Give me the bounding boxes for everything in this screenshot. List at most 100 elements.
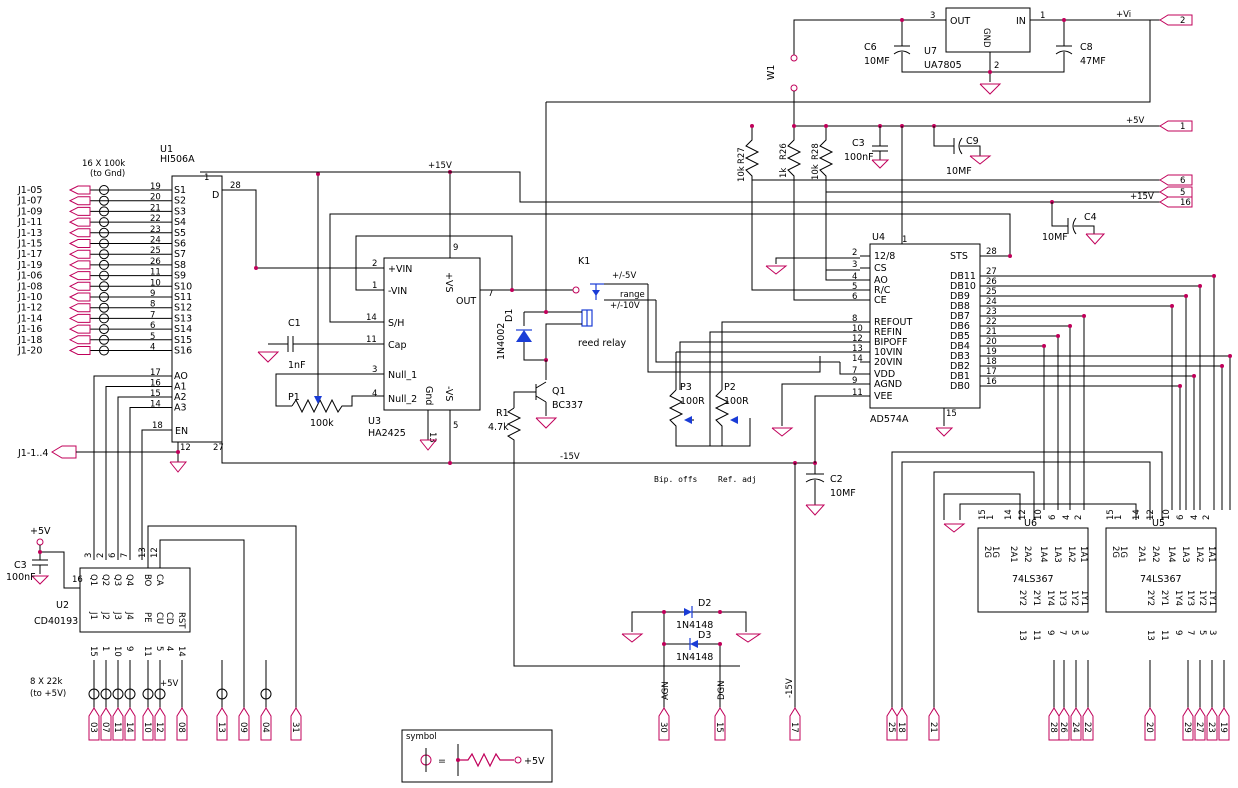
pulldown-resistor bbox=[99, 281, 109, 292]
bottom-connector-num: 20 bbox=[1144, 722, 1154, 733]
pulldown-note: 16 X 100k bbox=[82, 159, 125, 169]
bottom-connector-num: 26 bbox=[1058, 722, 1068, 733]
u3-sh: S/H bbox=[388, 318, 404, 329]
u4-pin-refout: REFOUT bbox=[874, 317, 912, 328]
u4-pin-num: 11 bbox=[852, 388, 863, 398]
bottom-connector bbox=[142, 707, 154, 741]
pullup-resistors: R27 10k R26 1k R28 10k C3 100nF C9 10MF … bbox=[737, 124, 1160, 301]
u4-pin-128: 12/8 bbox=[874, 251, 895, 262]
u4-pin-db9: DB9 bbox=[950, 291, 970, 302]
u5-top-num: 4 bbox=[1190, 515, 1200, 520]
pulldown-resistor bbox=[99, 334, 109, 345]
u6-part: 74LS367 bbox=[1012, 574, 1054, 585]
pulldown-resistor bbox=[99, 227, 109, 238]
u3-vsn: -VS bbox=[443, 386, 454, 401]
bottom-connector-num: 30 bbox=[658, 722, 668, 733]
u5-part: 74LS367 bbox=[1140, 574, 1182, 585]
u1-pin-s14: S14 bbox=[174, 324, 192, 335]
j1-pin-connector bbox=[68, 185, 91, 195]
u5-top-num: 2 bbox=[1202, 515, 1212, 520]
bottom-connector-num: 15 bbox=[714, 722, 724, 733]
u5-bot-num: 9 bbox=[1173, 630, 1183, 635]
u5-ref: U5 bbox=[1152, 518, 1165, 529]
bottom-connector bbox=[260, 707, 272, 741]
u6-pin-1y4: 1Y4 bbox=[1045, 590, 1055, 606]
u3-n11: 11 bbox=[366, 335, 377, 345]
u4-pin-num: 20 bbox=[986, 337, 997, 347]
u4-pin-vdd: VDD bbox=[874, 369, 895, 380]
u1-pin-num: 5 bbox=[150, 332, 155, 342]
u1-pin-s13: S13 bbox=[174, 313, 192, 324]
u5-bot-num: 7 bbox=[1185, 630, 1195, 635]
j1-pin-connector bbox=[68, 228, 91, 238]
right-connector-num: 5 bbox=[1180, 188, 1185, 198]
p3-potentiometer: P3 100R bbox=[668, 352, 710, 447]
u6-buffer: U674LS367152G11G142A1122A2101A461A341A22… bbox=[977, 509, 1089, 641]
u3-n7: 7 bbox=[488, 289, 493, 299]
u6-pin-1y3: 1Y3 bbox=[1057, 590, 1067, 606]
pulldown-note-2: (to Gnd) bbox=[90, 169, 125, 179]
u3-n13: 13 bbox=[427, 432, 437, 443]
u2-pin-bo: BO bbox=[142, 574, 152, 587]
u2-top-num: 13 bbox=[138, 547, 148, 558]
u6-pin-2a1: 2A1 bbox=[1008, 546, 1018, 563]
k1-ref: K1 bbox=[578, 256, 590, 267]
bottom-connector bbox=[100, 707, 112, 741]
pulldown-resistor bbox=[99, 270, 109, 281]
j1-label: J1-07 bbox=[17, 196, 42, 207]
u5-buffer: U574LS367152G11G142A1122A2101A461A341A22… bbox=[1105, 509, 1217, 641]
bottom-connector bbox=[1206, 707, 1218, 741]
u2-pin-j4: J4 bbox=[124, 611, 134, 620]
pullup-resistor bbox=[112, 688, 124, 700]
u2-top-num: 3 bbox=[84, 553, 94, 558]
j1-pin-connector bbox=[68, 346, 91, 355]
u1-pin-num: 9 bbox=[150, 289, 155, 299]
pulldown-resistor bbox=[99, 238, 109, 249]
c1-capacitor: C1 1nF bbox=[257, 318, 384, 371]
u1-pin-s7: S7 bbox=[174, 249, 186, 260]
pullup-resistor bbox=[142, 688, 154, 700]
u2-bot-num: 1 bbox=[100, 646, 110, 651]
j1-pin-connector bbox=[68, 271, 91, 281]
u1-pin-num: 20 bbox=[150, 193, 161, 203]
d2-d3-diodes: D2 1N4148 D3 1N4148 bbox=[621, 598, 762, 706]
u2-bot-num: 11 bbox=[142, 646, 152, 657]
bottom-connector bbox=[896, 707, 908, 741]
u5-pin-1y2: 1Y2 bbox=[1197, 590, 1207, 606]
u4-pin-num: 26 bbox=[986, 277, 997, 287]
u4-pin-db0: DB0 bbox=[950, 381, 970, 392]
u6-bot-num: 9 bbox=[1045, 630, 1055, 635]
k1-m10: +/-10V bbox=[610, 301, 640, 311]
u1-pin-s11: S11 bbox=[174, 292, 192, 303]
u1-pin-num: 23 bbox=[150, 225, 161, 235]
u7-gnd: GND bbox=[981, 28, 991, 48]
u3-n5: 5 bbox=[453, 421, 458, 431]
u1-ref: U1 bbox=[160, 144, 173, 155]
bottom-connector bbox=[290, 707, 302, 741]
pullup-note-2: (to +5V) bbox=[30, 689, 66, 699]
r28-val: 10k bbox=[811, 164, 821, 180]
u7-ref: U7 bbox=[924, 46, 937, 57]
u6-pin-2a2: 2A2 bbox=[1022, 546, 1032, 563]
bottom-connector bbox=[176, 707, 188, 741]
m15-label: -15V bbox=[560, 452, 580, 462]
j1-pin-connector bbox=[68, 303, 91, 313]
u4-pin-num: 27 bbox=[986, 267, 997, 277]
j1-pin-connector bbox=[68, 196, 91, 206]
u2-top-num: 2 bbox=[96, 553, 106, 558]
bottom-connector-num: 13 bbox=[216, 722, 226, 733]
u2-bot-num: 9 bbox=[124, 646, 134, 651]
k1-range: range bbox=[620, 290, 645, 300]
pulldown-resistor bbox=[99, 217, 109, 228]
u1-pin-num: 21 bbox=[150, 203, 161, 213]
bottom-connector bbox=[216, 707, 228, 741]
right-connector bbox=[1159, 186, 1193, 198]
u4-pin-db1: DB1 bbox=[950, 371, 970, 382]
c4-ref: C4 bbox=[1084, 212, 1097, 223]
u2-pin-j2: J2 bbox=[100, 611, 110, 620]
pulldown-resistor bbox=[99, 313, 109, 324]
j1-pin-connector bbox=[68, 260, 91, 270]
u1-pin-num: 16 bbox=[150, 379, 161, 389]
